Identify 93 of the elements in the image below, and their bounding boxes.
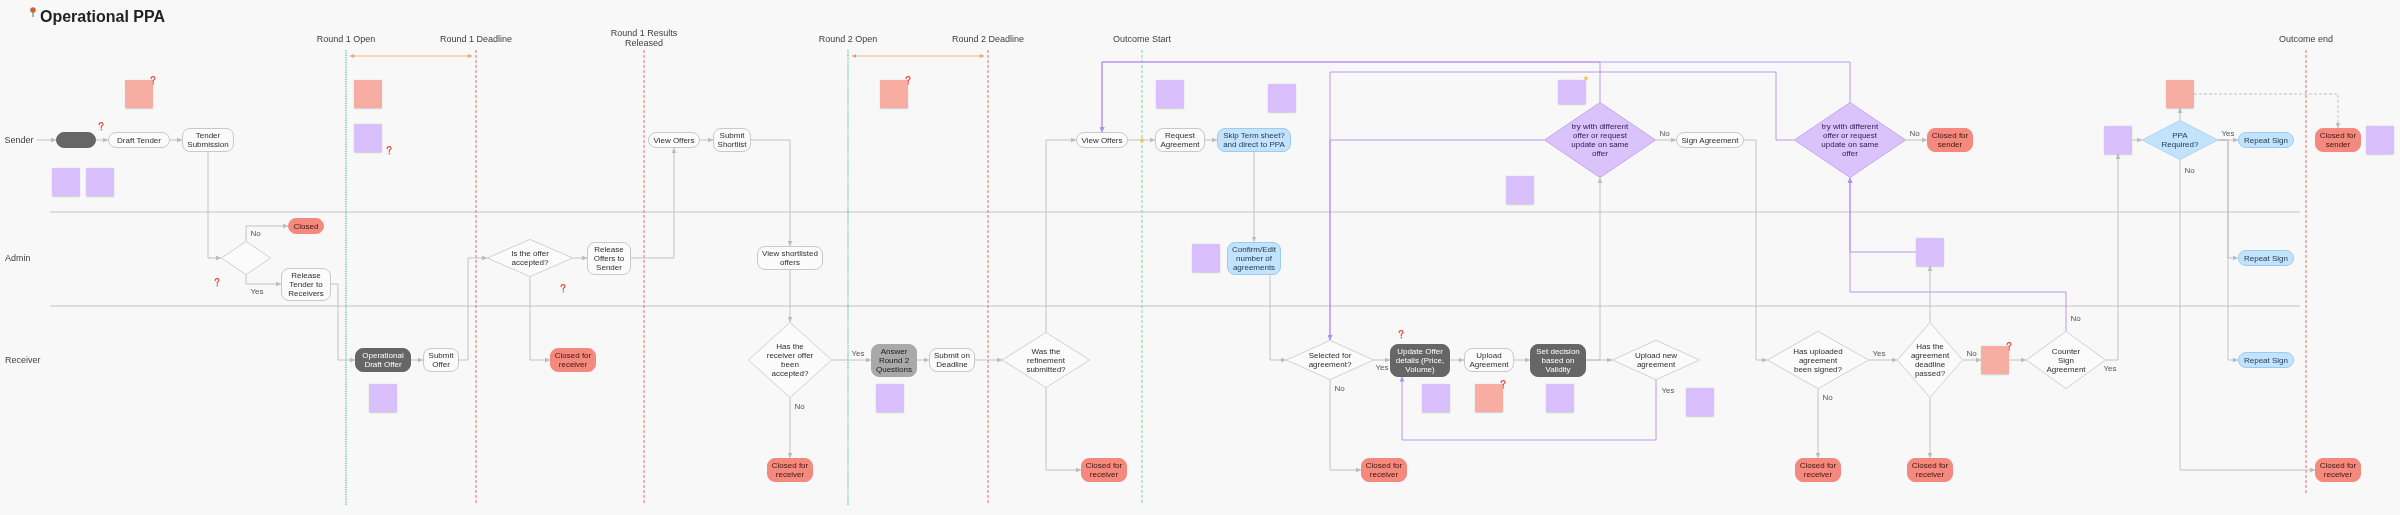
sticky-note bbox=[2366, 126, 2394, 154]
edge-label: No bbox=[2070, 314, 2082, 323]
process-step: Set decision based on Validity bbox=[1530, 343, 1586, 377]
sticky-note bbox=[1546, 384, 1574, 412]
process-step: Answer Round 2 Questions bbox=[871, 343, 917, 377]
process-step: Skip Term sheet? and direct to PPA bbox=[1217, 128, 1291, 152]
process-step: Submit Shortlist bbox=[713, 128, 751, 152]
edge-label: Yes bbox=[851, 349, 866, 358]
milestone-label: Round 1 Deadline bbox=[439, 34, 513, 44]
edge-label: Yes bbox=[1872, 349, 1887, 358]
edge-label: No bbox=[2184, 166, 2196, 175]
edge-label: Yes bbox=[2221, 129, 2236, 138]
end-state: Closed bbox=[288, 218, 324, 234]
milestone-label: Round 2 Deadline bbox=[951, 34, 1025, 44]
sticky-note bbox=[876, 384, 904, 412]
process-step: Tender Submission bbox=[182, 128, 234, 152]
process-step: Repeat Sign bbox=[2238, 132, 2294, 148]
sticky-note bbox=[1156, 80, 1184, 108]
edge-label: Yes bbox=[1375, 363, 1390, 372]
process-step: Release Tender to Receivers bbox=[281, 267, 331, 301]
process-step: Update Offer details (Price, Volume) bbox=[1390, 343, 1450, 377]
process-step: View Offers bbox=[1076, 132, 1128, 148]
sticky-note bbox=[2166, 80, 2194, 108]
decision-diamond: PPA Required? bbox=[2142, 120, 2218, 160]
end-state: Closed for sender bbox=[1927, 128, 1973, 152]
lane-label: Admin bbox=[5, 253, 31, 263]
sticky-note bbox=[1506, 176, 1534, 204]
milestone-label: Round 1 Open bbox=[316, 34, 376, 44]
process-step: View shortlisted offers bbox=[757, 246, 823, 270]
end-state: Closed for receiver bbox=[1795, 458, 1841, 482]
end-state: Closed for receiver bbox=[550, 348, 596, 372]
sticky-note bbox=[369, 384, 397, 412]
milestone-label: Round 1 Results Released bbox=[609, 28, 679, 48]
process-step bbox=[56, 132, 96, 148]
sticky-note bbox=[1475, 384, 1503, 412]
edge-label: Yes bbox=[1661, 386, 1676, 395]
end-state: Closed for receiver bbox=[767, 458, 813, 482]
sticky-note bbox=[354, 124, 382, 152]
milestone-label: Outcome end bbox=[2279, 34, 2333, 44]
process-step: Release Offers to Sender bbox=[587, 241, 631, 275]
edge-label: No bbox=[1822, 393, 1834, 402]
decision-diamond: Upload new agreement bbox=[1612, 340, 1700, 380]
process-step: Repeat Sign bbox=[2238, 352, 2294, 368]
milestone-label: Outcome Start bbox=[1113, 34, 1171, 44]
edge-label: No bbox=[250, 229, 262, 238]
decision-diamond: Has uploaded agreement been signed? bbox=[1767, 331, 1869, 389]
decision-diamond: Selected for agreement? bbox=[1286, 340, 1374, 380]
decision-diamond: Was the refinement submitted? bbox=[1002, 332, 1090, 388]
sticky-note bbox=[354, 80, 382, 108]
sticky-note bbox=[1422, 384, 1450, 412]
sticky-note bbox=[1686, 388, 1714, 416]
end-state: Closed for receiver bbox=[1361, 458, 1407, 482]
milestone-label: Round 2 Open bbox=[818, 34, 878, 44]
end-state: Closed for receiver bbox=[1907, 458, 1953, 482]
lane-label: Receiver bbox=[5, 355, 41, 365]
decision-diamond: Has the agreement deadline passed? bbox=[1897, 322, 1963, 398]
edge-label: No bbox=[1909, 129, 1921, 138]
edge-label: No bbox=[794, 402, 806, 411]
sticky-note bbox=[125, 80, 153, 108]
sticky-note bbox=[1558, 80, 1586, 104]
end-state: Closed for sender bbox=[2315, 128, 2361, 152]
sticky-note bbox=[86, 168, 114, 196]
process-step: View Offers bbox=[648, 132, 700, 148]
process-step: Operational Draft Offer bbox=[355, 348, 411, 372]
edge-label: Yes bbox=[250, 287, 265, 296]
diagram-title: Operational PPA bbox=[40, 8, 166, 26]
process-step: Confirm/Edit number of agreements bbox=[1227, 241, 1281, 275]
sticky-note bbox=[880, 80, 908, 108]
decision-diamond: try with different offer or request update on same offer bbox=[1794, 102, 1906, 178]
edge-label: Yes bbox=[2103, 364, 2118, 373]
edge-label: No bbox=[1334, 384, 1346, 393]
sticky-note bbox=[1916, 238, 1944, 266]
process-step: Submit Offer bbox=[423, 348, 459, 372]
sticky-note bbox=[1192, 244, 1220, 272]
decision-diamond: Has the receiver offer been accepted? bbox=[748, 322, 832, 398]
end-state: Closed for receiver bbox=[1081, 458, 1127, 482]
process-step: Sign Agreement bbox=[1676, 132, 1744, 148]
edge-label: No bbox=[1966, 349, 1978, 358]
process-step: Upload Agreement bbox=[1464, 348, 1514, 372]
process-step: Request Agreement bbox=[1155, 128, 1205, 152]
decision-diamond bbox=[221, 241, 271, 275]
decision-diamond: Is the offer accepted? bbox=[487, 239, 573, 277]
sticky-note bbox=[1268, 84, 1296, 112]
edge-label: No bbox=[1659, 129, 1671, 138]
process-step: Draft Tender bbox=[108, 132, 170, 148]
sticky-note bbox=[52, 168, 80, 196]
end-state: Closed for receiver bbox=[2315, 458, 2361, 482]
decision-diamond: try with different offer or request update on same offer bbox=[1544, 102, 1656, 178]
process-step: Repeat Sign bbox=[2238, 250, 2294, 266]
process-step: Submit on Deadline bbox=[929, 348, 975, 372]
lane-label: Sender bbox=[4, 134, 37, 146]
sticky-note bbox=[2104, 126, 2132, 154]
sticky-note bbox=[1981, 346, 2009, 374]
